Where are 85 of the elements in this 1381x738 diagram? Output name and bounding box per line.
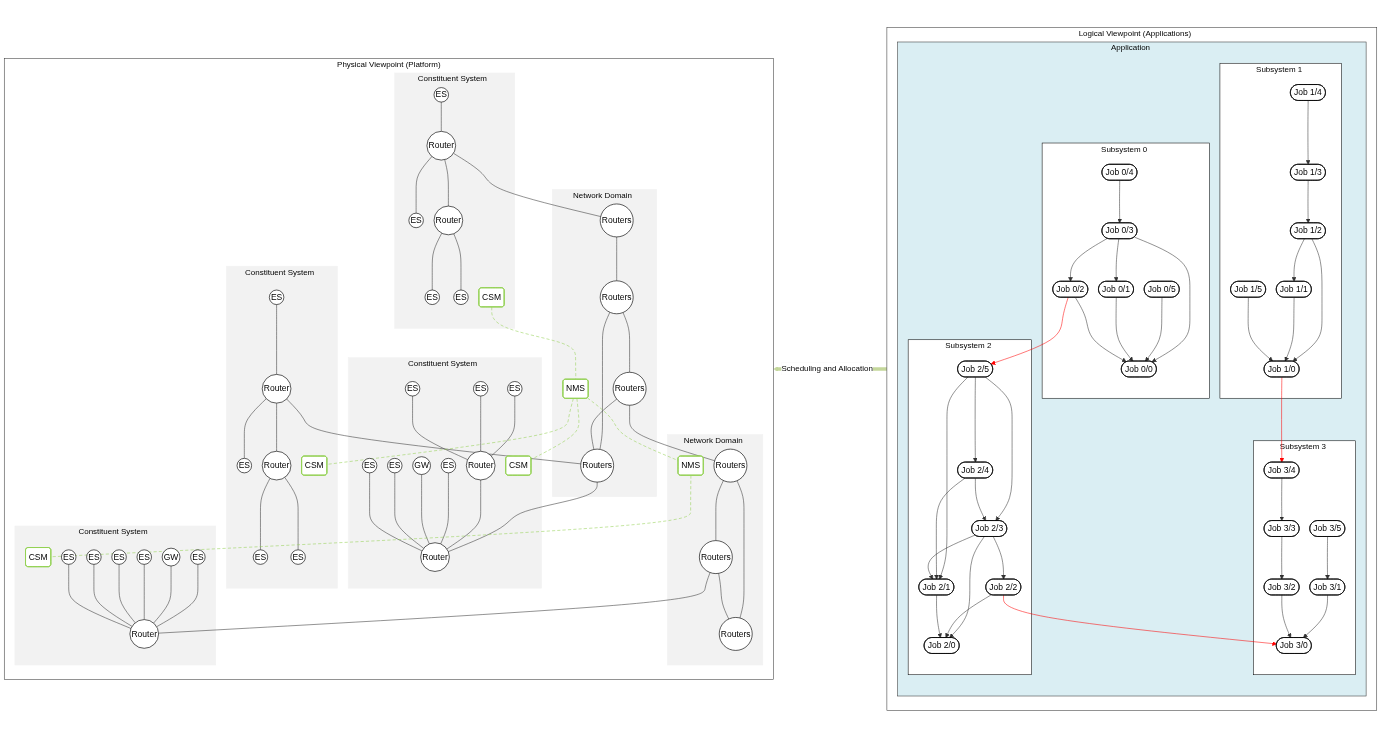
node-circle: [61, 549, 77, 565]
node-circle: [261, 374, 292, 404]
node-circle: [466, 450, 496, 481]
node-circle: [699, 540, 733, 574]
node-circle: [426, 131, 456, 161]
connector: [531, 398, 580, 460]
node-circle: [290, 549, 306, 565]
node-circle: [362, 458, 378, 474]
connector: [491, 306, 577, 380]
connector: [448, 481, 598, 552]
cluster: [4, 58, 774, 680]
node-circle: [433, 87, 449, 103]
cluster: [1041, 142, 1210, 399]
connector: [394, 472, 424, 549]
connector: [622, 312, 630, 373]
node-circle: [190, 549, 206, 565]
node-circle: [261, 450, 292, 481]
node-circle: [440, 458, 456, 474]
node-circle: [405, 381, 421, 397]
connector: [444, 159, 449, 207]
node-circle: [424, 289, 440, 305]
node-circle: [718, 617, 753, 651]
connector: [143, 564, 145, 620]
connector: [118, 564, 136, 624]
node-circle: [252, 549, 269, 565]
connector: [369, 472, 423, 552]
connector: [718, 573, 729, 620]
connector: [276, 402, 277, 452]
cluster: [226, 265, 338, 589]
connector: [440, 472, 449, 545]
connector: [244, 398, 267, 459]
cluster: [667, 434, 764, 666]
connector: [480, 395, 481, 452]
connector: [590, 398, 617, 450]
cluster: [394, 72, 516, 329]
cluster: [1219, 63, 1342, 399]
connector: [284, 477, 299, 551]
node-circle: [129, 619, 159, 649]
connector: [453, 233, 462, 291]
connector: [629, 405, 715, 461]
connector: [260, 478, 271, 551]
node-circle: [111, 549, 127, 565]
connector: [432, 232, 443, 291]
cluster: [1253, 440, 1356, 675]
connector: [599, 312, 611, 450]
connector: [93, 564, 133, 627]
node-circle: [387, 458, 403, 474]
connector: [156, 564, 199, 627]
connector: [453, 153, 601, 217]
connector: [441, 101, 442, 132]
connector: [286, 398, 582, 465]
cluster: [907, 339, 1032, 675]
node-circle: [408, 212, 424, 229]
node-circle: [599, 280, 634, 315]
connector: [158, 572, 711, 634]
node-circle: [161, 547, 181, 567]
connector: [616, 236, 617, 282]
node-circle: [236, 458, 252, 474]
node-circle: [599, 203, 634, 238]
connector: [446, 479, 481, 550]
connector: [715, 480, 724, 541]
node-circle: [433, 205, 464, 236]
node-circle: [612, 371, 647, 406]
connector: [421, 474, 430, 545]
connector: [153, 565, 172, 624]
node-circle: [473, 381, 489, 397]
node-circle: [713, 448, 748, 483]
node-circle: [507, 381, 523, 397]
connector: [587, 397, 679, 461]
cluster: [14, 525, 217, 666]
node-circle: [580, 448, 614, 483]
connector: [491, 395, 516, 457]
node-circle: [269, 289, 285, 305]
connector: [276, 304, 277, 375]
node-circle: [136, 549, 152, 565]
connector: [412, 395, 468, 460]
node-circle: [412, 456, 431, 475]
connector: [736, 480, 745, 619]
connector: [415, 156, 433, 214]
cluster: [552, 189, 657, 497]
cluster: [347, 357, 542, 589]
connector: [68, 564, 132, 629]
node-circle: [420, 542, 450, 572]
node-circle: [453, 289, 469, 305]
node-circle: [86, 549, 102, 565]
